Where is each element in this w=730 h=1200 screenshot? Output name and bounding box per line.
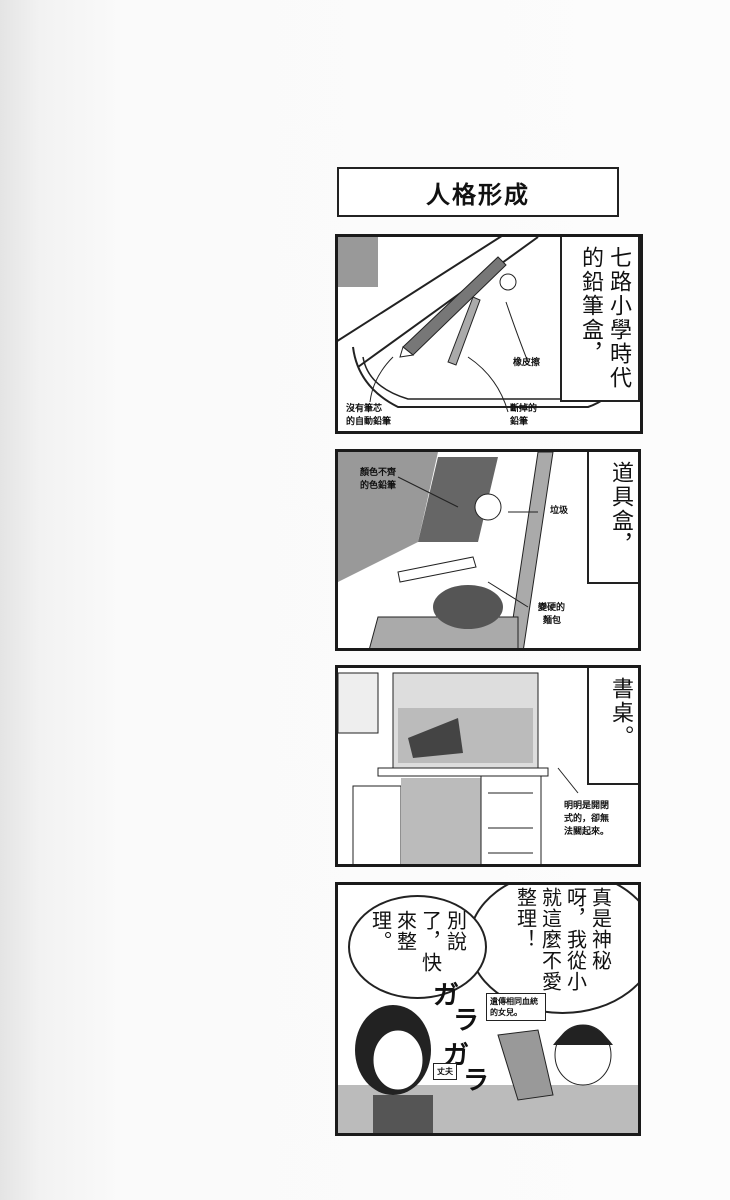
- narration-box: 書桌。: [587, 668, 638, 785]
- label-bread-1: 變硬的: [538, 603, 566, 613]
- label-eraser: 橡皮擦: [513, 358, 541, 368]
- panel-father-daughter: 真是神秘呀，我從小就這麼不愛整理！ 別說了，快來整理。 ガ ラ ガ ラ 遺傳相同…: [335, 882, 641, 1136]
- tool-box-illustration: [338, 452, 554, 648]
- label-bread-2: 麵包: [543, 616, 562, 626]
- label-color-pencils-2: 的色鉛筆: [360, 481, 397, 491]
- pencil-case-illustration: [338, 237, 639, 413]
- daughter-label: 遺傳相同血統的女兒。: [486, 993, 546, 1021]
- narration-box: 七路小學時代的鉛筆盒，: [560, 237, 640, 402]
- father-daughter-illustration: [338, 1005, 638, 1133]
- sound-effect: ガ: [433, 981, 460, 1011]
- label-desk-2: 式的，卻無: [564, 814, 610, 824]
- sound-effect: ラ: [463, 1066, 490, 1096]
- label-desk-1: 明明是開閉: [564, 801, 610, 811]
- label-mech-pencil-2: 的自動鉛筆: [346, 417, 392, 427]
- speech-bubble-father: 別說了，快來整理。: [348, 895, 487, 999]
- label-color-pencils-1: 顏色不齊: [360, 468, 397, 478]
- panel-desk: 書桌。 明明是開閉 式的，卻無 法關起來。: [335, 665, 641, 867]
- speech-text-daughter: 真是神秘呀，我從小就這麼不愛整理！: [513, 887, 613, 992]
- label-broken-pencil-1: 斷掉的: [510, 404, 538, 414]
- panel-pencil-case: 七路小學時代的鉛筆盒， 橡皮擦 沒有筆芯 的自動鉛筆 斷掉的 鉛筆: [335, 234, 643, 434]
- sound-effect: ラ: [453, 1006, 480, 1036]
- label-desk-3: 法關起來。: [564, 827, 610, 837]
- desk-illustration: [338, 672, 579, 864]
- narration-box: 道具盒，: [587, 452, 638, 584]
- label-broken-pencil-2: 鉛筆: [510, 417, 529, 427]
- page-title: 人格形成: [337, 167, 619, 217]
- label-trash: 垃圾: [550, 506, 569, 516]
- label-mech-pencil-1: 沒有筆芯: [346, 404, 383, 414]
- panel-tool-box: 道具盒， 顏色不齊 的色鉛筆 垃圾 變硬的 麵包: [335, 449, 641, 651]
- speech-bubble-daughter: 真是神秘呀，我從小就這麼不愛整理！: [468, 885, 638, 1014]
- speech-text-father: 別說了，快來整理。: [368, 909, 468, 973]
- husband-label: 丈夫: [433, 1063, 457, 1080]
